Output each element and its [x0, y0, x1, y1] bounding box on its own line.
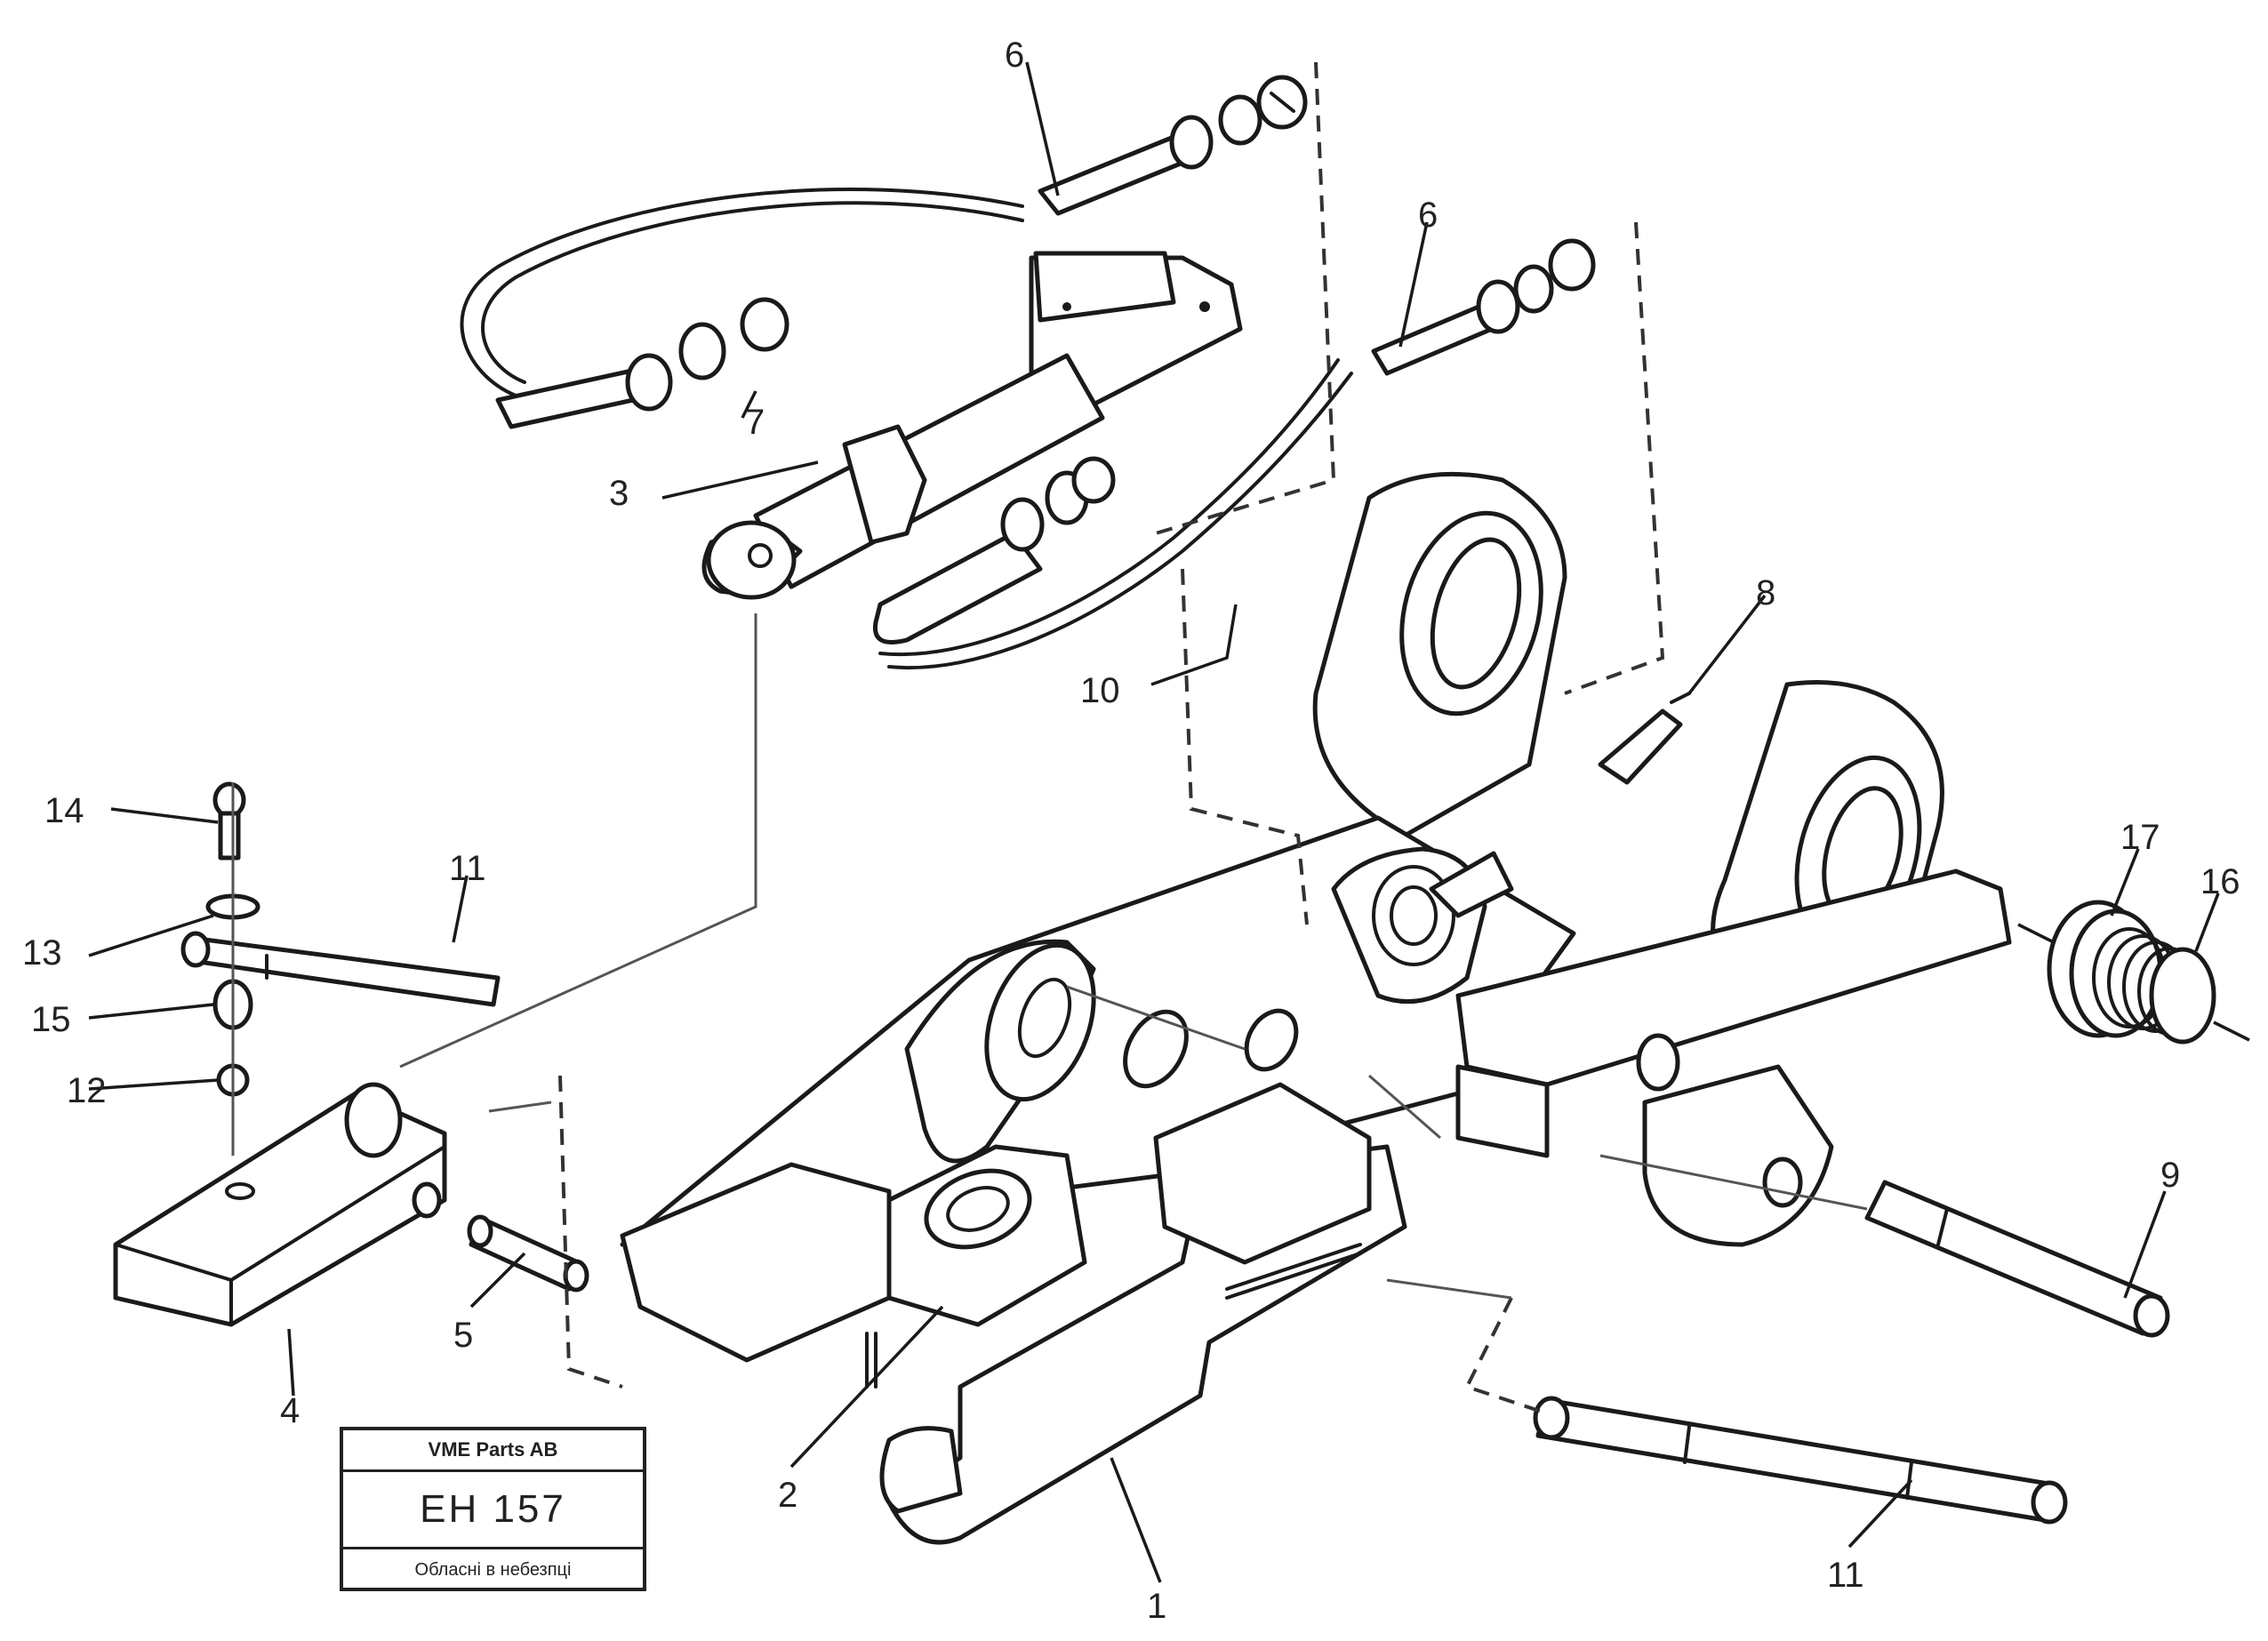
- callout-6-mid: 6: [1418, 196, 1438, 235]
- stamp-footer: Обласні в небезпці: [414, 1559, 572, 1580]
- callout-10: 10: [1080, 671, 1120, 710]
- spring-assembly: [2017, 900, 2250, 1045]
- block-4: [113, 1082, 447, 1327]
- callout-9: 9: [2160, 1156, 2180, 1195]
- locking-mechanism: [1331, 692, 1691, 1005]
- hydraulic-cylinder: [701, 251, 1243, 600]
- pin-5: [467, 1214, 589, 1293]
- assembly-lines: [399, 61, 1868, 1415]
- coupler-frame: [620, 471, 2012, 1545]
- callout-16: 16: [2200, 862, 2240, 901]
- callout-17: 17: [2120, 818, 2160, 857]
- fastener-stack: [205, 781, 260, 1156]
- callout-15: 15: [31, 1000, 71, 1039]
- pin-11-bottom: [1533, 1396, 2068, 1525]
- callout-8: 8: [1756, 573, 1775, 612]
- callout-7: 7: [745, 403, 765, 442]
- callout-4: 4: [280, 1391, 300, 1430]
- callout-3: 3: [609, 474, 629, 513]
- callout-1: 1: [1147, 1587, 1166, 1626]
- callout-11-left: 11: [449, 849, 486, 888]
- leader-lines: [88, 61, 2220, 1583]
- stamp-header: VME Parts AB: [343, 1430, 643, 1472]
- hose-fittings-left: [495, 297, 789, 429]
- callout-2: 2: [778, 1476, 797, 1515]
- callout-13: 13: [22, 933, 62, 973]
- drawing-reference-stamp: VME Parts AB EH 157 Обласні в небезпці: [340, 1427, 646, 1591]
- pin-11-left: [180, 931, 501, 1007]
- hose-fittings-top: [1038, 75, 1308, 216]
- callout-5: 5: [453, 1316, 473, 1355]
- hose-fittings-lower: [872, 456, 1116, 644]
- hydraulic-hose: [460, 188, 1353, 669]
- callout-11-bottom: 11: [1827, 1556, 1864, 1595]
- pin-9: [1864, 1180, 2170, 1338]
- hose-fittings-mid: [1371, 238, 1596, 376]
- stamp-code: EH 157: [343, 1472, 643, 1549]
- callout-labels: 6 6 7 3 10 8 14 11 13 15 12 17 16 9 5 4 …: [22, 36, 2240, 1626]
- callout-14: 14: [44, 791, 84, 830]
- callout-12: 12: [67, 1071, 107, 1110]
- callout-6-top: 6: [1005, 36, 1024, 75]
